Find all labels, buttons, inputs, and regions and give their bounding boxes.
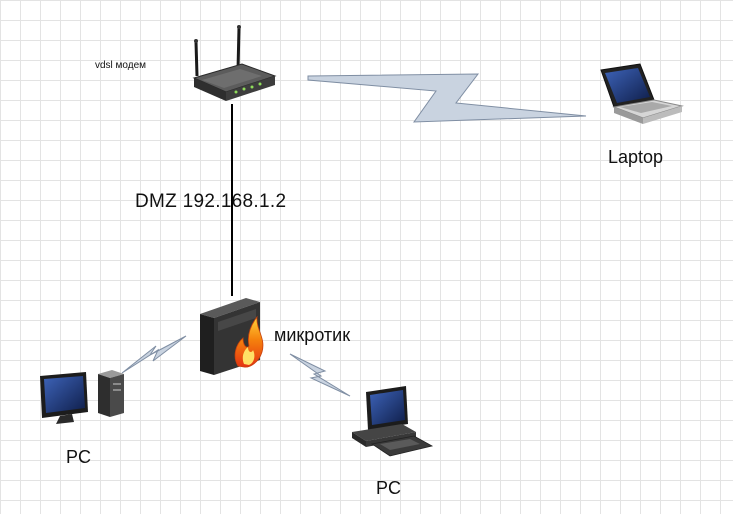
firewall-router-icon — [200, 298, 264, 375]
firewall-label: микротик — [274, 325, 351, 345]
dmz-link-label: DMZ 192.168.1.2 — [135, 191, 287, 212]
laptop-label: Laptop — [608, 147, 664, 167]
wireless-link-modem-laptop — [307, 73, 587, 123]
wireless-link-firewall-pc-left — [121, 335, 187, 374]
desktop-pc-icon — [352, 386, 434, 457]
wireless-router-icon — [192, 25, 277, 101]
wireless-link-firewall-pc-bottom — [289, 353, 351, 397]
pc-left-label: PC — [66, 447, 92, 467]
laptop-icon — [600, 63, 684, 124]
pc-bottom-label: PC — [376, 478, 402, 498]
modem-label: vdsl модем — [95, 60, 147, 71]
desktop-pc-icon — [40, 370, 124, 424]
